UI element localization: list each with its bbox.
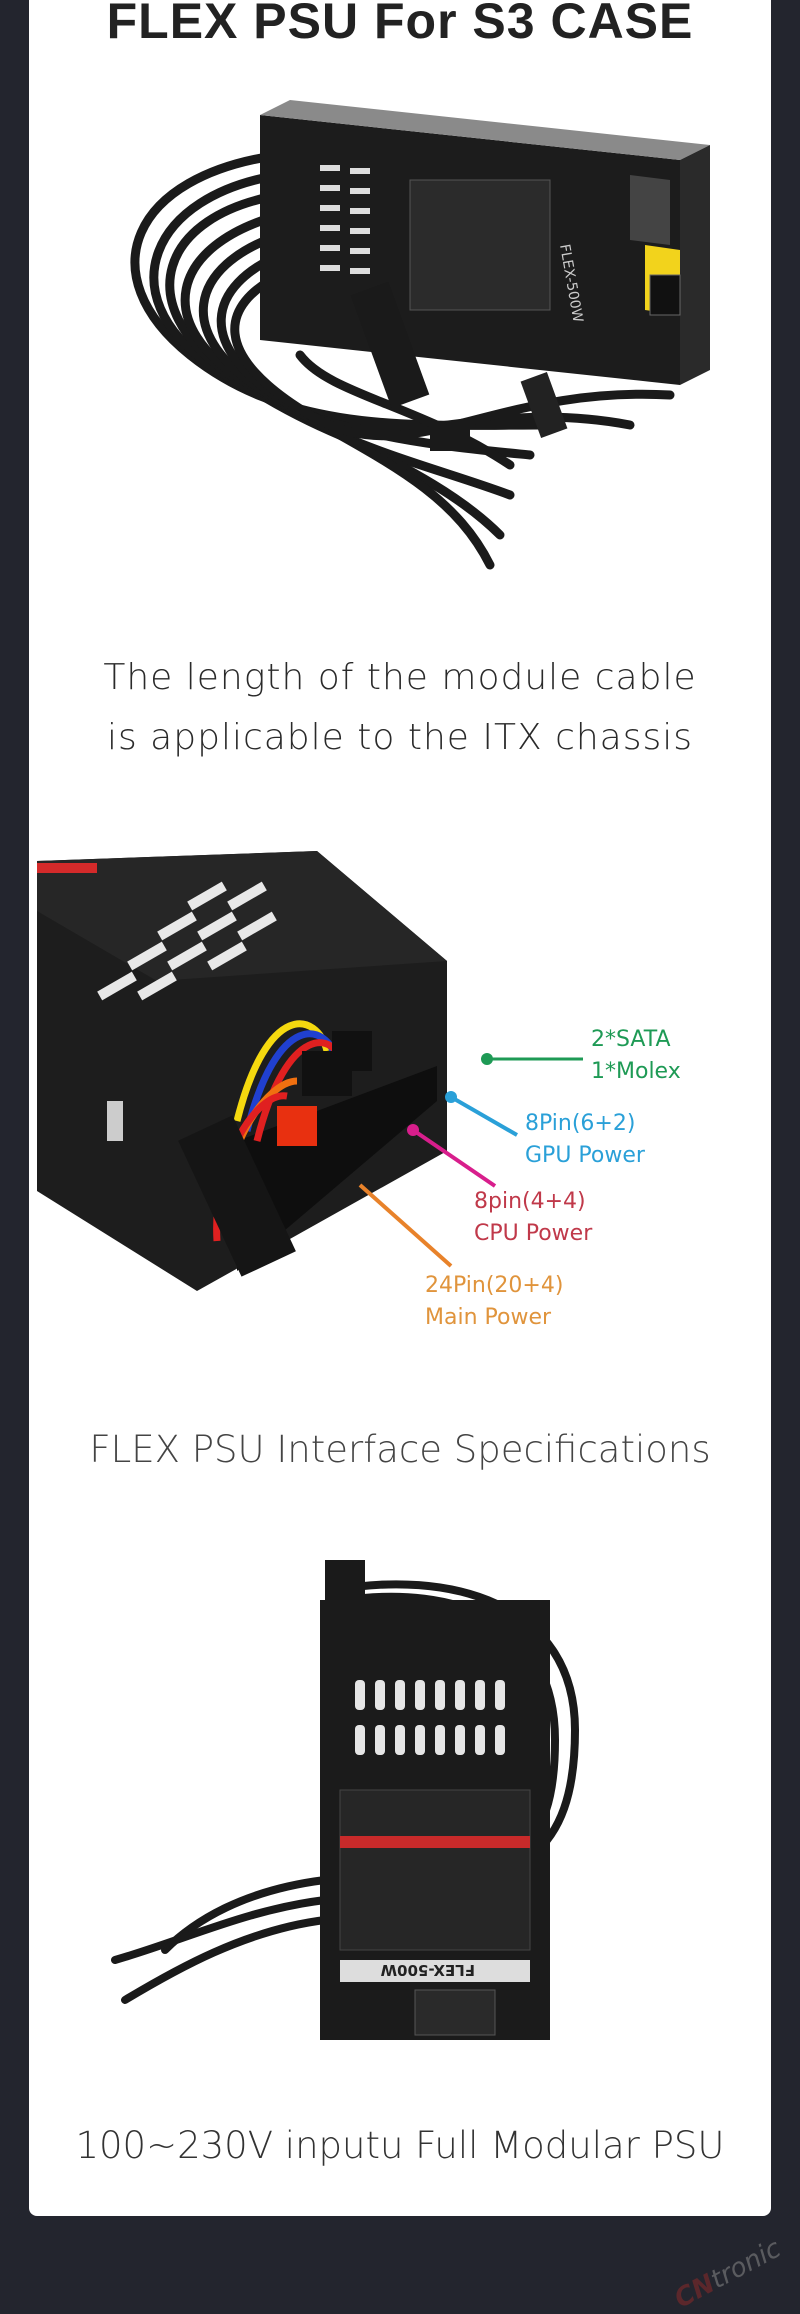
gpu-callout-dot <box>445 1091 457 1103</box>
callout-line-2: GPU Power <box>525 1143 645 1168</box>
psu-with-cables-image: FLEX-500W <box>130 100 710 570</box>
callout-line-1: 8pin(4+4) <box>474 1189 586 1214</box>
callout-line-2: 1*Molex <box>591 1059 681 1084</box>
watermark-brand-suffix: tronic <box>706 2233 787 2296</box>
gpu-power-callout: 8Pin(6+2) GPU Power <box>525 1108 645 1172</box>
sata-callout-dot <box>481 1053 493 1065</box>
callout-line-1: 2*SATA <box>591 1027 671 1052</box>
main-power-callout: 24Pin(20+4) Main Power <box>425 1270 563 1334</box>
main-callout-line <box>358 1183 453 1268</box>
callout-lines <box>358 1053 583 1268</box>
psu-model-label: FLEX-500W <box>380 1961 475 1979</box>
input-voltage-caption: 100~230V inputu Full Modular PSU <box>75 2124 725 2167</box>
interface-specs-caption: FLEX PSU Interface Specifications <box>89 1428 711 1471</box>
caption-line-2: is applicable to the ITX chassis <box>106 717 694 758</box>
cpu-power-callout: 8pin(4+4) CPU Power <box>474 1186 592 1250</box>
cpu-callout-line <box>411 1128 497 1188</box>
callout-line-1: 24Pin(20+4) <box>425 1273 564 1298</box>
callout-line-2: CPU Power <box>474 1221 593 1246</box>
callout-line-2: Main Power <box>425 1305 552 1330</box>
callout-line-1: 8Pin(6+2) <box>525 1111 636 1136</box>
caption-line-1: The length of the module cable <box>103 657 697 698</box>
cpu-callout-dot <box>407 1124 419 1136</box>
sata-molex-callout: 2*SATA 1*Molex <box>591 1024 681 1088</box>
cable-length-caption: The length of the module cable is applic… <box>0 648 800 768</box>
gpu-callout-line <box>450 1095 518 1137</box>
page-title: FLEX PSU For S3 CASE <box>106 0 694 49</box>
psu-front-image: FLEX-500W <box>111 1560 580 2040</box>
watermark-logo: CNtronic <box>670 2234 786 2314</box>
psu-connectors-image <box>37 851 447 1291</box>
